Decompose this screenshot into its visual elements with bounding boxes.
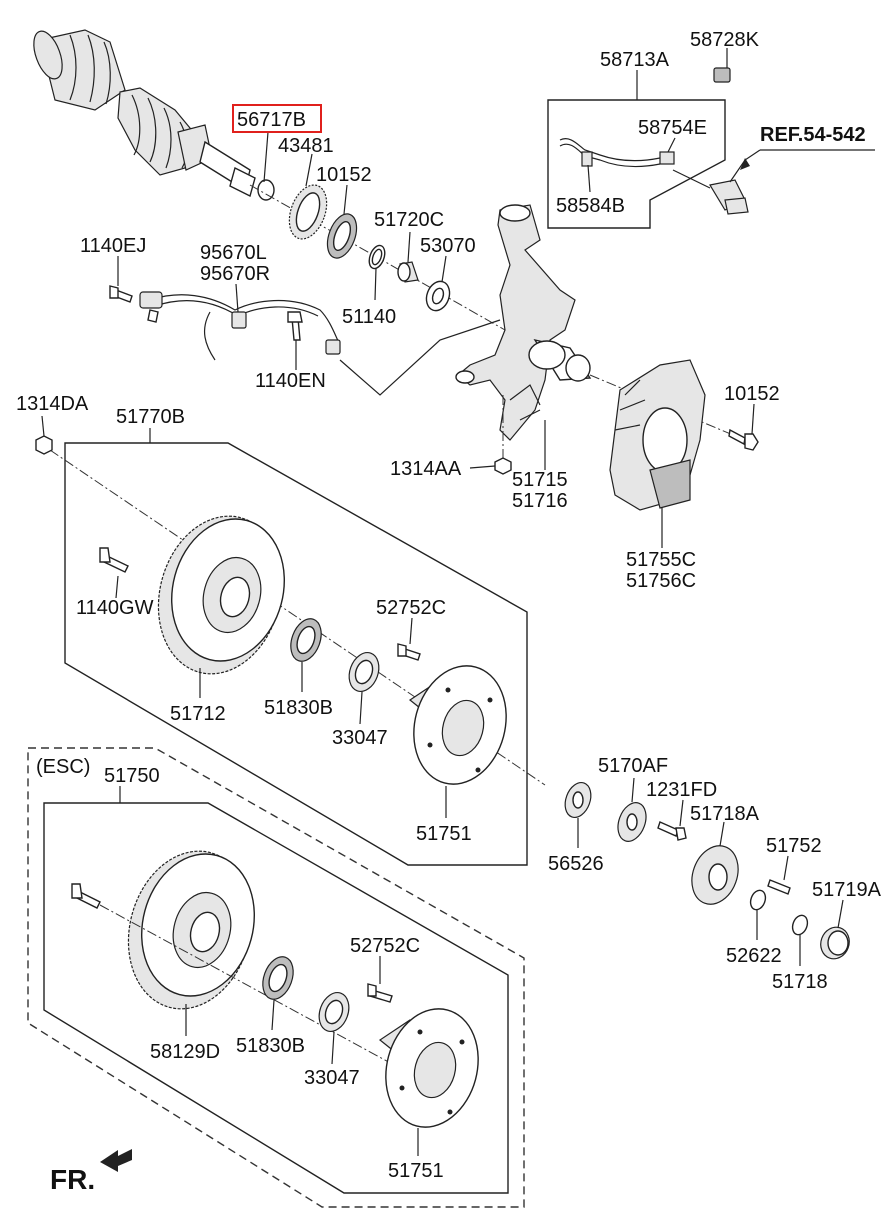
bolt-10152[interactable]	[728, 428, 759, 451]
label-ref[interactable]: REF.54-542	[760, 124, 866, 146]
label-51712[interactable]: 51712	[170, 703, 226, 725]
label-53070[interactable]: 53070	[420, 235, 476, 257]
drive-shaft[interactable]	[28, 27, 275, 201]
label-51715[interactable]: 51715	[512, 469, 568, 491]
snap-ring-52622[interactable]	[748, 888, 768, 912]
abs-tone-ring[interactable]	[282, 180, 333, 244]
label-56526[interactable]: 56526	[548, 853, 604, 875]
snap-ring[interactable]	[366, 243, 387, 270]
label-52752C-esc[interactable]: 52752C	[350, 935, 420, 957]
label-33047-esc[interactable]: 33047	[304, 1067, 360, 1089]
bolt-1140GW[interactable]	[99, 547, 129, 573]
wheel-speed-sensor[interactable]	[139, 291, 341, 361]
label-1231FD[interactable]: 1231FD	[646, 779, 717, 801]
label-51750[interactable]: 51750	[104, 765, 160, 787]
oil-seal-51830B[interactable]	[285, 615, 326, 666]
label-51770B[interactable]: 51770B	[116, 406, 185, 428]
brake-hose-connector[interactable]	[672, 169, 749, 215]
label-58584B[interactable]: 58584B	[556, 195, 625, 217]
label-58129D[interactable]: 58129D	[150, 1041, 220, 1063]
oil-seal[interactable]	[322, 210, 362, 262]
bearing-esc[interactable]	[314, 988, 354, 1035]
label-58713A[interactable]: 58713A	[600, 49, 670, 71]
hub-cap-51719A[interactable]	[816, 923, 853, 963]
label-51756C[interactable]: 51756C	[626, 570, 696, 592]
label-43481[interactable]: 43481	[278, 135, 334, 157]
nut-1314AA[interactable]	[494, 457, 512, 475]
label-51720C[interactable]: 51720C	[374, 209, 444, 231]
label-esc[interactable]: (ESC)	[36, 756, 90, 778]
label-95670L[interactable]: 95670L	[200, 242, 267, 264]
label-58754E[interactable]: 58754E	[638, 117, 707, 139]
label-51716[interactable]: 51716	[512, 490, 568, 512]
label-front: FR.	[50, 1164, 95, 1195]
steering-knuckle[interactable]	[455, 204, 592, 441]
label-51751[interactable]: 51751	[416, 823, 472, 845]
spacer[interactable]	[397, 261, 419, 283]
label-51830B-esc[interactable]: 51830B	[236, 1035, 305, 1057]
label-51752[interactable]: 51752	[766, 835, 822, 857]
oil-seal-esc[interactable]	[257, 953, 298, 1004]
brake-hose-bracket-58728K[interactable]	[713, 67, 731, 83]
bolt-esc[interactable]	[71, 883, 101, 909]
label-1140EN[interactable]: 1140EN	[255, 370, 326, 392]
bearing-33047[interactable]	[344, 648, 384, 695]
leader-lines	[41, 48, 844, 1156]
esc-group-box	[27, 747, 525, 1208]
highlight-frame	[232, 104, 322, 133]
dust-cover[interactable]	[609, 359, 706, 511]
part-labels: 58728K 58713A 56717B 58754E REF.54-542 4…	[16, 29, 882, 1195]
brake-disc-esc[interactable]	[111, 837, 269, 1023]
bolt-1231FD[interactable]	[657, 821, 687, 841]
label-51719A[interactable]: 51719A	[812, 879, 882, 901]
stud-52752C[interactable]	[397, 643, 421, 661]
label-52622[interactable]: 52622	[726, 945, 782, 967]
label-51718[interactable]: 51718	[772, 971, 828, 993]
brake-disc[interactable]	[141, 502, 299, 688]
label-51140[interactable]: 51140	[342, 306, 396, 328]
flange-5170AF[interactable]	[613, 799, 651, 845]
label-51751-esc[interactable]: 51751	[388, 1160, 444, 1182]
label-56717B[interactable]: 56717B	[237, 109, 306, 131]
label-52752C[interactable]: 52752C	[376, 597, 446, 619]
label-95670R[interactable]: 95670R	[200, 263, 270, 285]
stud-esc[interactable]	[367, 983, 393, 1003]
wheel-hub[interactable]	[401, 655, 519, 794]
label-1314DA[interactable]: 1314DA	[16, 393, 89, 415]
label-1314AA[interactable]: 1314AA	[390, 458, 462, 480]
washer[interactable]	[423, 278, 454, 314]
front-arrow-icon	[100, 1149, 132, 1172]
bolt-1140EJ[interactable]	[109, 285, 133, 303]
bolt-1140EN[interactable]	[287, 311, 303, 341]
label-58728K[interactable]: 58728K	[690, 29, 760, 51]
label-5170AF[interactable]: 5170AF	[598, 755, 668, 777]
gasket-56526[interactable]	[561, 779, 596, 821]
label-1140EJ[interactable]: 1140EJ	[80, 235, 146, 257]
label-51755C[interactable]: 51755C	[626, 549, 696, 571]
wheel-hub-esc[interactable]	[373, 998, 491, 1137]
bolt-51752[interactable]	[767, 879, 791, 895]
label-1140GW[interactable]: 1140GW	[76, 597, 154, 619]
rotor-assembly-box	[64, 442, 528, 866]
label-10152-seal[interactable]: 10152	[316, 164, 372, 186]
label-33047[interactable]: 33047	[332, 727, 388, 749]
label-51718A[interactable]: 51718A	[690, 803, 760, 825]
brake-hose-group	[547, 99, 726, 229]
snap-ring-51718[interactable]	[790, 913, 810, 937]
nut-1314DA[interactable]	[35, 435, 53, 455]
label-51830B[interactable]: 51830B	[264, 697, 333, 719]
label-10152-bolt[interactable]: 10152	[724, 383, 780, 405]
drive-flange-51718A[interactable]	[684, 839, 746, 910]
